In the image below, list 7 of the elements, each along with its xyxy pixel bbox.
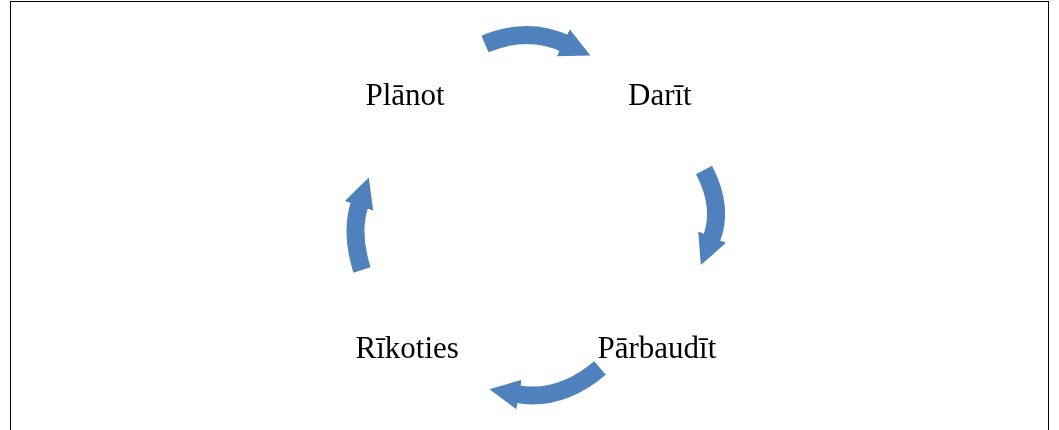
step-label: Pārbaudīt: [597, 331, 717, 366]
curved-arrow: [481, 26, 591, 57]
curved-arrow: [489, 361, 606, 410]
step-label: Darīt: [628, 78, 692, 113]
step-label: Plānot: [365, 78, 445, 113]
curved-arrow: [344, 177, 374, 273]
step-label: Rīkoties: [355, 331, 459, 366]
